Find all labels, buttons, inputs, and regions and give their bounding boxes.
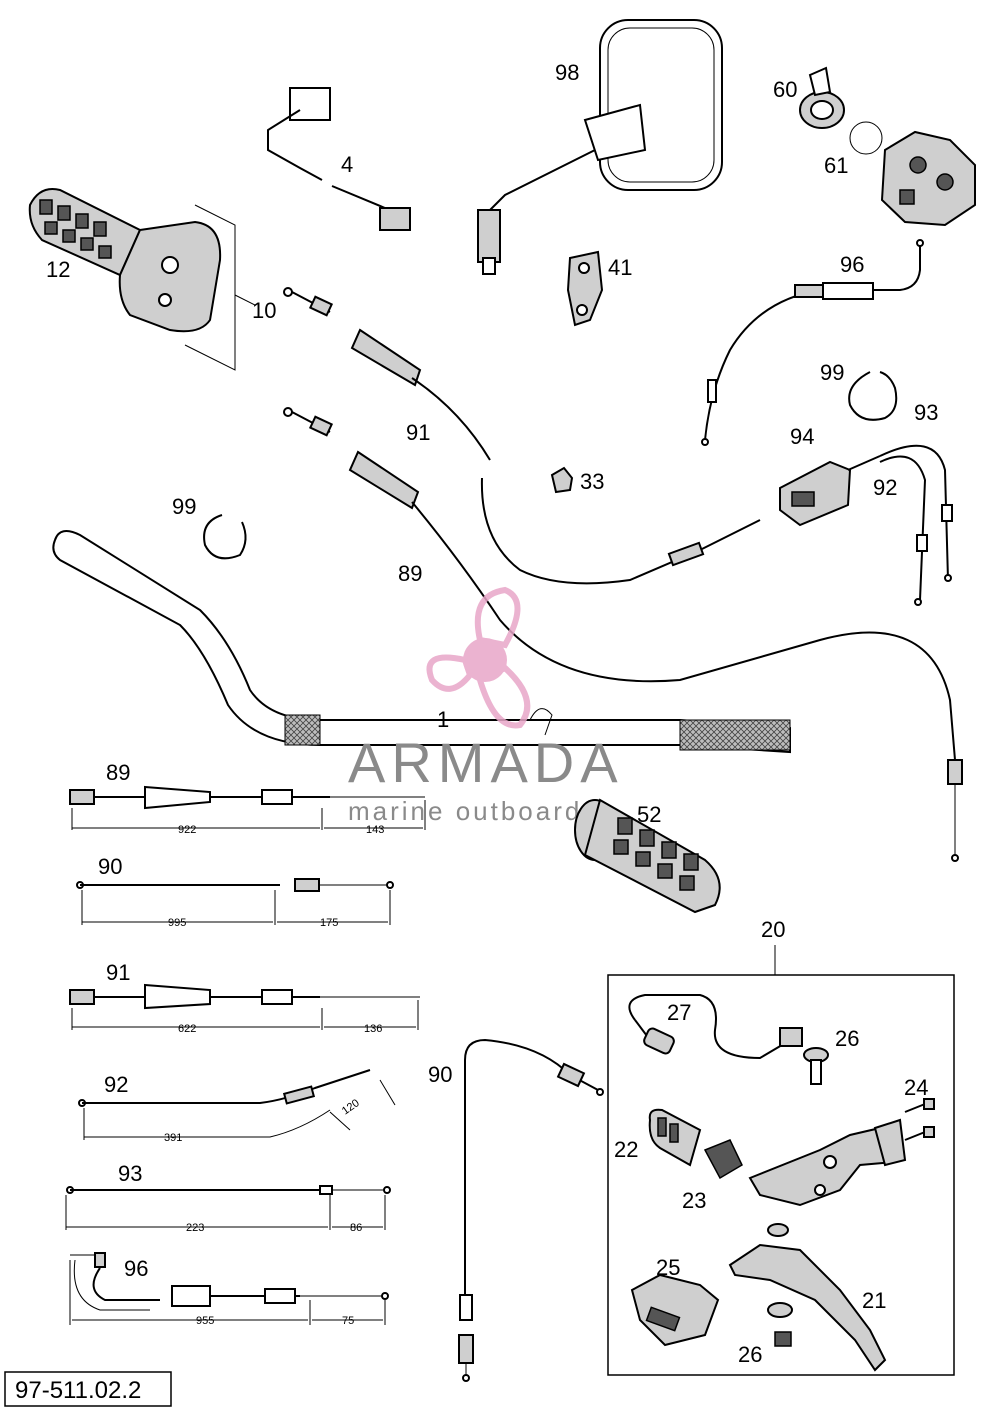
mirror-part	[477, 19, 723, 275]
spec-89-label: 89	[106, 760, 130, 785]
spec-92-dim-right: 120	[340, 1097, 362, 1117]
spec-91-dim-left: 622	[178, 1023, 196, 1035]
spec-90-label: 90	[98, 854, 122, 879]
spec-89-dim-right: 143	[366, 824, 384, 836]
grip-part	[574, 798, 721, 914]
spec-92-dim-left: 391	[164, 1132, 182, 1144]
callout-10: 10	[252, 298, 276, 323]
callout-52: 52	[637, 802, 661, 827]
spec-90-dim-left: 995	[168, 917, 186, 929]
callout-61: 61	[824, 153, 848, 178]
callout-4: 4	[341, 152, 353, 177]
clutch-switch-part	[628, 994, 803, 1060]
cable-89-part	[283, 407, 963, 862]
callout-20: 20	[761, 917, 785, 942]
callout-41: 41	[608, 255, 632, 280]
callout-92: 92	[873, 475, 897, 500]
lever-bracket-part	[703, 1118, 907, 1207]
spec-90-dim-right: 175	[320, 917, 338, 929]
drawing-number: 97-511.02.2	[15, 1377, 141, 1404]
watermark-logo	[426, 586, 531, 729]
cable-spec-93	[65, 1185, 391, 1230]
spec-93-dim-left: 223	[186, 1222, 204, 1234]
callout-91: 91	[406, 420, 430, 445]
cable-spec-92	[78, 1069, 396, 1140]
cable-96-part	[701, 239, 924, 446]
cable-spec-91	[69, 983, 420, 1030]
watermark-logo-blade	[426, 654, 474, 692]
drawing-number-box	[4, 1371, 172, 1407]
clamp-ring-part	[799, 66, 976, 227]
spec-91-label: 91	[106, 960, 130, 985]
callout-23: 23	[682, 1188, 706, 1213]
callout-21: 21	[862, 1288, 886, 1313]
cable-spec-89	[69, 785, 426, 830]
callout-89: 89	[398, 561, 422, 586]
lever-guard-part	[630, 1273, 720, 1347]
handlebar-part	[52, 530, 791, 754]
watermark-subtitle: marine outboard	[348, 796, 582, 826]
spec-91-dim-right: 136	[364, 1023, 382, 1035]
spec-89-dim-left: 922	[178, 824, 196, 836]
spec-93-label: 93	[118, 1161, 142, 1186]
callout-1: 1	[437, 707, 449, 732]
callout-27: 27	[667, 1000, 691, 1025]
callout-99: 99	[820, 360, 844, 385]
cable-spec-90	[76, 878, 394, 925]
spec-92-label: 92	[104, 1072, 128, 1097]
callout-96: 96	[840, 252, 864, 277]
callout-26: 26	[835, 1026, 859, 1051]
callout-93: 93	[914, 400, 938, 425]
callout-33: 33	[580, 469, 604, 494]
connector-part	[779, 444, 953, 606]
watermark-title: ARMADA	[348, 731, 624, 794]
cable-spec-96	[69, 1252, 389, 1325]
adjuster-part	[648, 1108, 702, 1167]
callout-99: 99	[172, 494, 196, 519]
screw-part	[904, 1098, 935, 1141]
washer-part	[767, 1223, 793, 1347]
callout-12: 12	[46, 257, 70, 282]
throttle-grip-part	[28, 188, 256, 371]
callout-22: 22	[614, 1137, 638, 1162]
callout-24: 24	[904, 1075, 928, 1100]
clamp-part	[566, 250, 604, 327]
spec-96-dim-right: 75	[342, 1315, 354, 1327]
screw-part	[803, 1047, 829, 1085]
clutch-assembly-box	[607, 945, 955, 1376]
watermark-logo-blade	[476, 664, 531, 729]
watermark-logo-blade	[474, 586, 521, 649]
callout-26: 26	[738, 1342, 762, 1367]
nut-part	[550, 466, 574, 494]
switch-part	[267, 87, 411, 231]
spec-96-label: 96	[124, 1256, 148, 1281]
spec-96-dim-left: 955	[196, 1315, 214, 1327]
cable-clip-part	[203, 514, 247, 560]
callout-25: 25	[656, 1255, 680, 1280]
spec-93-dim-right: 86	[350, 1222, 362, 1234]
callout-98: 98	[555, 60, 579, 85]
cable-90-part	[458, 1038, 604, 1382]
callout-60: 60	[773, 77, 797, 102]
cable-clip-part	[848, 371, 898, 421]
cable-91-part	[283, 287, 761, 585]
callout-94: 94	[790, 424, 814, 449]
callout-90: 90	[428, 1062, 452, 1087]
clutch-lever-part	[728, 1243, 887, 1372]
